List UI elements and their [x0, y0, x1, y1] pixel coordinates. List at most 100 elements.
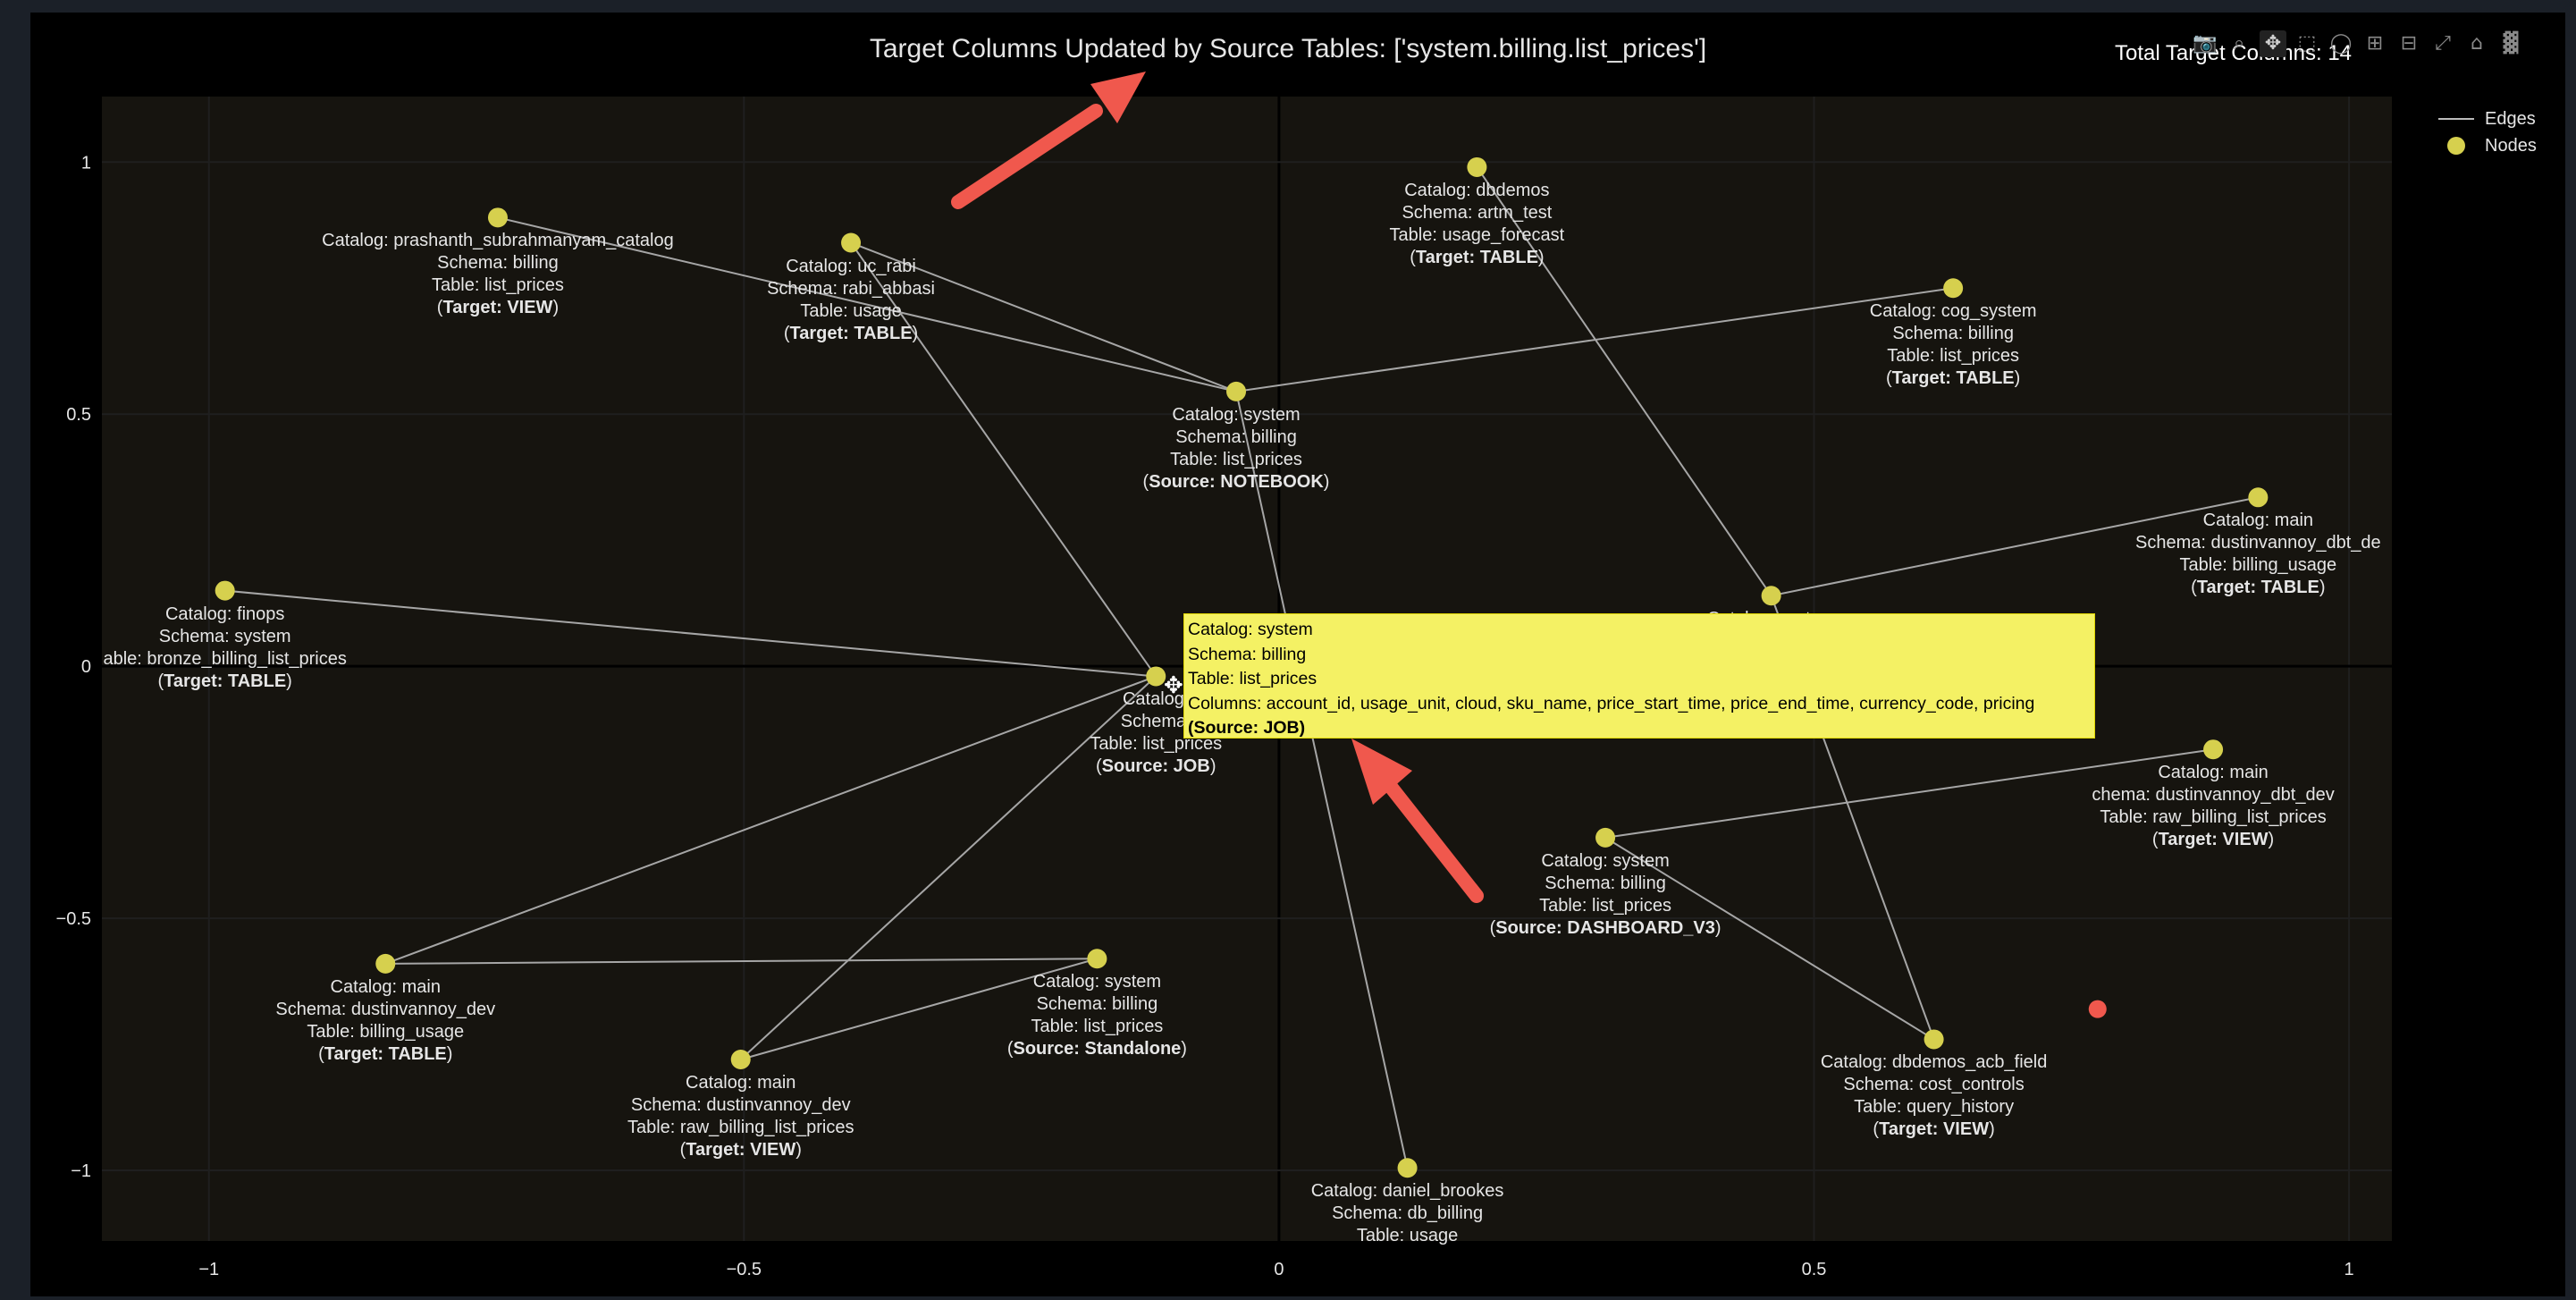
edge — [850, 241, 1158, 678]
node-label-line: Schema: billing — [1175, 426, 1297, 447]
pan-icon[interactable]: ✥ — [2260, 30, 2286, 57]
node-role: (Target: TABLE) — [2191, 578, 2326, 598]
node-src_dashboard[interactable] — [1595, 827, 1616, 848]
node-label-line: Catalog: main — [2202, 511, 2314, 531]
node-label-line: Catalog: main — [686, 1073, 796, 1093]
node-role: (Target: TABLE) — [1410, 247, 1545, 267]
legend-label-nodes: Nodes — [2485, 135, 2537, 156]
camera-icon[interactable]: 📷 — [2193, 32, 2218, 55]
y-tick-label: 0.5 — [66, 405, 91, 425]
node-label-line: Table: usage — [800, 300, 902, 321]
node-role: (Target: VIEW) — [1873, 1119, 1995, 1140]
tooltip-schema: Schema: billing — [1188, 644, 1307, 664]
node-src_standalone[interactable] — [1087, 949, 1107, 969]
node-label-line: Schema: billing — [1545, 873, 1666, 893]
edge — [740, 675, 1157, 1060]
zoom-icon[interactable]: ⌕ — [2233, 32, 2245, 55]
edges — [224, 166, 2259, 1169]
node-role: (Target: VIEW) — [2151, 830, 2275, 850]
nodes — [215, 156, 2269, 1178]
node-label-line: Catalog: dbdemos_acb_field — [1820, 1052, 2048, 1073]
node-label: Catalog:Schema:Table: list_prices(Source… — [1090, 688, 1222, 778]
node-label-line: Table: list_prices — [1887, 346, 2020, 367]
y-tick-label: 0 — [81, 657, 91, 677]
node-label-line: Schema: cost_controls — [1843, 1075, 2025, 1095]
node-cog_system[interactable] — [1943, 278, 1964, 299]
node-label-line: chema: dustinvannoy_dbt_dev — [2092, 785, 2335, 806]
edge — [1476, 166, 1772, 596]
lasso-icon[interactable]: ◯ — [2329, 32, 2353, 55]
tooltip-source: (Source: JOB) — [1188, 718, 1306, 738]
x-tick-label: −1 — [198, 1260, 219, 1279]
node-dot-icon — [2447, 137, 2465, 155]
tooltip-columns: Columns: account_id, usage_unit, cloud, … — [1188, 693, 2035, 713]
node-label-line: Table: list_prices — [1539, 895, 1671, 916]
node-role: (Source: JOB) — [1095, 756, 1216, 777]
node-main_raw_dbt[interactable] — [2203, 739, 2224, 760]
edge — [385, 958, 1098, 965]
y-tick-label: −0.5 — [56, 909, 91, 929]
edge — [740, 958, 1098, 1060]
node-label-line: Table: list_prices — [432, 275, 564, 296]
node-finops[interactable] — [215, 580, 235, 601]
box-select-icon[interactable]: ⬚ — [2297, 32, 2317, 55]
node-dbdemos_artm[interactable] — [1467, 156, 1487, 177]
node-label-line: Catalog: cog_system — [1869, 301, 2037, 322]
node-label-line: Schema: dustinvannoy_dev — [275, 999, 496, 1019]
node-label-line: Schema: dustinvannoy_dev — [630, 1095, 851, 1115]
zoom-in-icon[interactable]: ⊞ — [2366, 32, 2384, 55]
zoom-out-icon[interactable]: ⊟ — [2400, 32, 2418, 55]
x-tick-label: 0 — [1274, 1260, 1284, 1279]
node-src_dbsql[interactable] — [1761, 586, 1781, 606]
node-label-line: able: bronze_billing_list_prices — [103, 648, 347, 669]
hover-tooltip: Catalog: system Schema: billing Table: l… — [1183, 613, 2095, 739]
home-icon[interactable]: ⌂ — [2471, 32, 2483, 55]
autoscale-icon[interactable]: ⤢ — [2435, 32, 2451, 55]
node-uc_rabi[interactable] — [841, 232, 862, 253]
node-daniel[interactable] — [1397, 1158, 1418, 1178]
node-label-line: Schema: rabi_abbasi — [767, 278, 935, 299]
node-label-line: Catalog: system — [1032, 972, 1162, 992]
node-label-line: Catalog: system — [1541, 850, 1670, 871]
plotly-logo-icon[interactable]: ▓ — [2503, 32, 2519, 55]
node-label-line: Table: query_history — [1854, 1097, 2015, 1118]
legend-item-edges[interactable]: Edges — [2438, 106, 2537, 132]
node-prashanth[interactable] — [487, 207, 508, 228]
node-main_raw[interactable] — [730, 1050, 751, 1070]
node-role: (Target: TABLE) — [1885, 368, 2021, 389]
node-label-line: Schema: dustinvannoy_dbt_de — [2135, 533, 2381, 553]
node-label-line: Table: list_prices — [1090, 734, 1223, 755]
node-label-line: Table: billing_usage — [307, 1021, 465, 1042]
node-main_billing_usage[interactable] — [375, 953, 396, 974]
node-label-line: Catalog: finops — [164, 604, 285, 624]
node-role: (Target: VIEW) — [679, 1140, 802, 1160]
legend-label-edges: Edges — [2485, 108, 2536, 129]
node-label-line: Table: list_prices — [1031, 1017, 1164, 1037]
edge — [224, 589, 1157, 678]
node-label-line: Schema: billing — [1036, 994, 1158, 1015]
stray-point[interactable] — [2088, 1000, 2107, 1018]
node-label-line: Catalog: dbdemos — [1404, 180, 1550, 200]
node-label-line: Schema: system — [158, 626, 291, 646]
node-src_job[interactable] — [1146, 666, 1166, 687]
total-target-columns: Total Target Columns: 14 — [2115, 41, 2353, 65]
node-label-line: Catalog: uc_rabi — [786, 256, 916, 276]
legend-item-nodes[interactable]: Nodes — [2438, 132, 2537, 159]
arrow-to-tooltip — [1351, 739, 1484, 903]
node-role: (Target: TABLE) — [318, 1043, 453, 1064]
node-main_billing_usage_dbt[interactable] — [2248, 487, 2269, 508]
edge — [1604, 748, 2214, 839]
edge — [1604, 837, 1935, 1041]
node-label-line: Catalog: system — [1172, 404, 1301, 425]
node-label-line: Schema: billing — [1892, 324, 2014, 344]
edge — [1771, 496, 2259, 597]
node-src_notebook[interactable] — [1226, 381, 1247, 401]
node-dbdemos_acb[interactable] — [1924, 1029, 1944, 1050]
